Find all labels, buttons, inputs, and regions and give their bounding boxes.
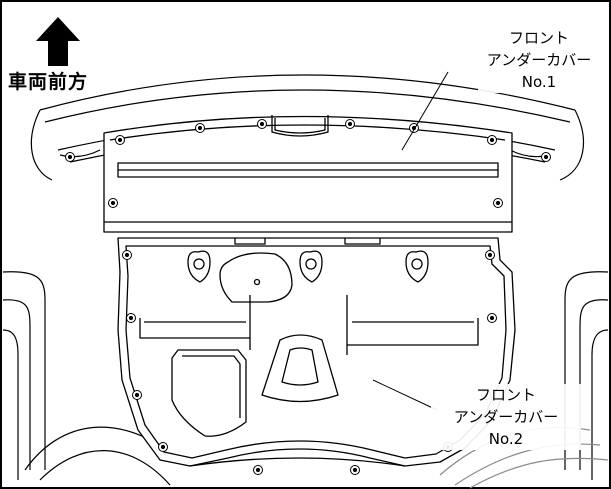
bolt <box>115 135 125 145</box>
bolt <box>122 250 132 260</box>
bolt <box>345 119 355 129</box>
callout-line: アンダーカバー <box>486 51 592 69</box>
callout-line: No.2 <box>488 430 524 448</box>
bolt <box>541 152 551 162</box>
callout-line: アンダーカバー <box>453 408 559 426</box>
bolt <box>485 250 495 260</box>
front-under-cover-no2 <box>117 237 516 467</box>
bolt <box>126 313 136 323</box>
left-wheel-arch <box>2 271 46 470</box>
cover1-outline <box>103 115 513 233</box>
bolt <box>487 135 497 145</box>
bolt <box>158 442 168 452</box>
bolt <box>350 465 360 475</box>
callout-line: フロント <box>475 386 536 404</box>
bolt <box>257 119 267 129</box>
up-arrow-icon <box>36 17 80 66</box>
bolt <box>65 152 75 162</box>
bumper-outer-arc <box>39 74 576 111</box>
cover2-hole-2 <box>299 250 323 283</box>
bolt <box>195 123 205 133</box>
bolt <box>487 313 497 323</box>
vehicle-front-direction-label: 車両前方 <box>8 70 89 94</box>
right-wheel-arch <box>564 271 609 470</box>
bolt <box>132 390 142 400</box>
callout-line: No.1 <box>521 73 557 91</box>
bolt <box>253 465 263 475</box>
bolt <box>108 198 118 208</box>
bolt <box>493 198 503 208</box>
callout-line: フロント <box>508 29 569 47</box>
leader-line-no1 <box>401 71 449 151</box>
cover2-hole-1 <box>187 250 211 283</box>
callout-front-under-cover-no1: フロント アンダーカバー No.1 <box>478 27 600 93</box>
cover2-hole-3 <box>405 250 429 283</box>
front-under-cover-no1 <box>103 115 513 233</box>
callout-front-under-cover-no2: フロント アンダーカバー No.2 <box>431 384 581 450</box>
cover2-center-bulge <box>261 334 339 403</box>
leader-line-no2 <box>372 379 438 411</box>
cover2-service-lid <box>219 252 293 303</box>
cover2-left-panel <box>171 349 247 437</box>
bumper-mid-arc <box>44 89 571 123</box>
